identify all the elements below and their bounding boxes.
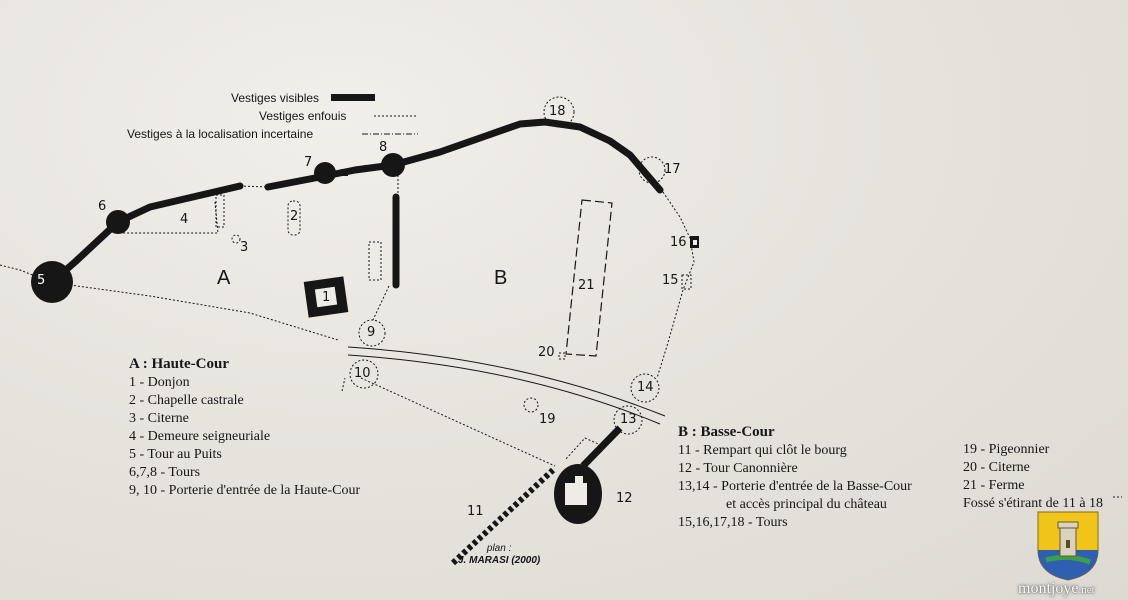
legend-visible: Vestiges visibles [231,91,320,105]
key-a-item: 2 - Chapelle castrale [129,393,244,408]
site-watermark: montjoye.net [1018,580,1095,598]
marker-21: 21 [578,278,595,293]
key-a-item: 5 - Tour au Puits [129,447,222,462]
credit-label: plan : [486,543,512,554]
marker-17: 17 [664,162,681,177]
key-a-item: 9, 10 - Porterie d'entrée de la Haute-Co… [129,483,361,498]
key-b-item: 13,14 - Porterie d'entrée de la Basse-Co… [678,479,912,494]
legend-uncertain: Vestiges à la localisation incertaine [127,127,314,141]
marker-6: 6 [98,199,107,214]
marker-15: 15 [662,273,679,288]
towers [31,153,699,303]
key-b-item: 15,16,17,18 - Tours [678,515,788,530]
key-c-item: 21 - Ferme [963,478,1025,493]
marker-14: 14 [637,380,654,395]
marker-20: 20 [538,345,555,360]
farm-21-outline [565,199,613,357]
marker-19: 19 [539,412,556,427]
key-a-item: 6,7,8 - Tours [129,465,201,480]
key-basse-cour: B : Basse-Cour 11 - Rempart qui clôt le … [678,423,912,532]
key-c-item: 20 - Citerne [963,460,1030,475]
legend-visible-swatch [331,94,375,101]
key-b-title: B : Basse-Cour [678,424,775,440]
marker-10: 10 [354,366,371,381]
key-b-item: et accès principal du château [726,497,887,512]
keep-1 [303,276,349,318]
zone-a-label: A [217,267,231,289]
marker-3: 3 [240,240,249,255]
credit-author: J. MARASI (2000) [458,555,541,566]
rampart-11 [450,467,556,566]
marker-13: 13 [620,412,637,427]
watermark-tld: .net [1078,584,1095,596]
key-a-item: 3 - Citerne [129,411,189,426]
marker-11: 11 [467,504,484,519]
marker-18: 18 [549,104,566,119]
key-other: 19 - Pigeonnier 20 - Citerne 21 - Ferme … [963,441,1103,513]
key-c-item: Fossé s'étirant de 11 à 18 [963,496,1104,511]
key-a-item: 1 - Donjon [129,375,190,390]
key-a-title: A : Haute-Cour [129,356,229,372]
marker-12: 12 [616,491,633,506]
key-haute-cour: A : Haute-Cour 1 - Donjon 2 - Chapelle c… [129,355,360,500]
legend-buried: Vestiges enfouis [259,109,347,123]
key-a-item: 4 - Demeure seigneuriale [129,429,271,444]
marker-5: 5 [37,273,46,288]
marker-1: 1 [322,290,331,305]
marker-8: 8 [379,140,388,155]
key-c-item: 19 - Pigeonnier [963,442,1050,457]
marker-9: 9 [367,325,376,340]
marker-circles [349,96,666,435]
zone-b-label: B [494,267,508,289]
buried-vestiges [0,175,1122,498]
marker-7: 7 [304,155,313,170]
crest-logo-icon [1037,511,1099,581]
marker-16: 16 [670,235,687,250]
plan-credit: plan : J. MARASI (2000) [458,543,540,567]
marker-2: 2 [290,209,299,224]
road [347,346,666,425]
tower-12 [554,425,623,524]
key-b-item: 12 - Tour Canonnière [678,461,798,476]
key-b-item: 11 - Rempart qui clôt le bourg [678,443,847,458]
visible-ramparts [48,118,664,289]
marker-4: 4 [180,212,189,227]
watermark-site: montjoye [1018,580,1079,597]
